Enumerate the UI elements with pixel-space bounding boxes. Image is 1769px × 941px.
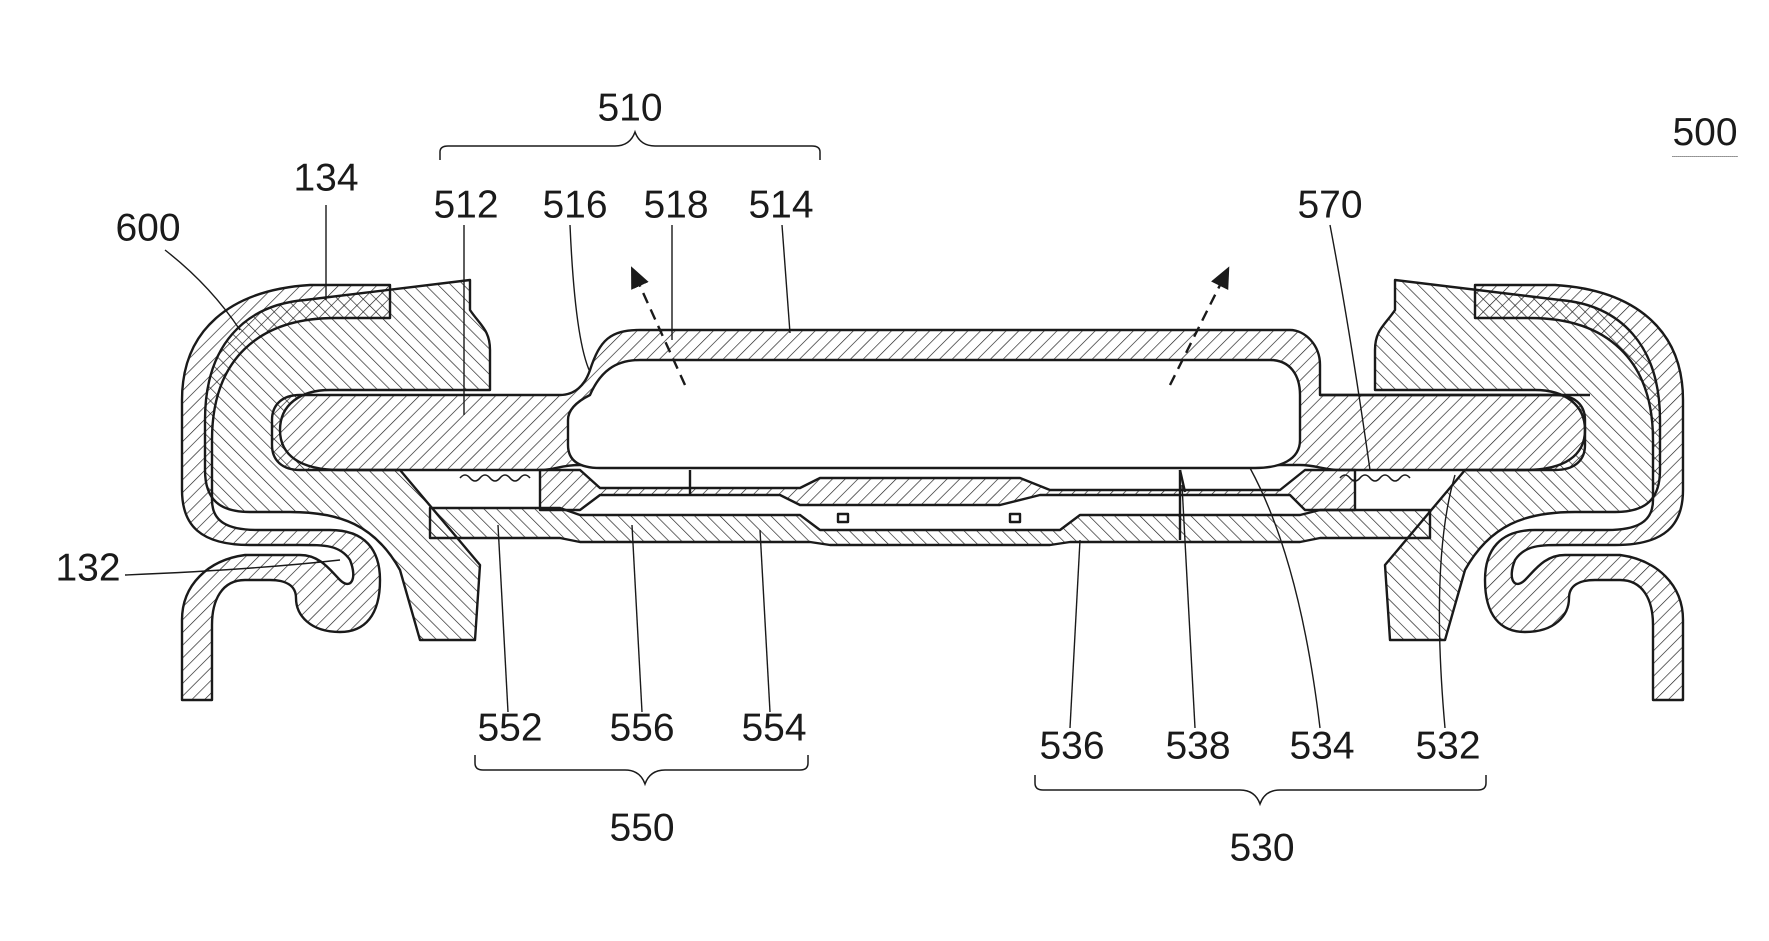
label-518: 518 — [643, 186, 708, 225]
leader-556 — [632, 525, 642, 712]
label-600: 600 — [115, 209, 180, 248]
detail-mark-right — [1010, 514, 1020, 522]
coil-left — [460, 475, 530, 481]
label-134: 134 — [293, 159, 358, 198]
leader-516 — [570, 225, 590, 372]
brace-510 — [440, 132, 820, 160]
label-536: 536 — [1039, 727, 1104, 766]
label-554: 554 — [741, 709, 806, 748]
label-570: 570 — [1297, 186, 1362, 225]
label-514: 514 — [748, 186, 813, 225]
label-510: 510 — [597, 89, 662, 128]
label-530: 530 — [1229, 829, 1294, 868]
label-550: 550 — [609, 809, 674, 848]
figure-ref-label: 500 — [1672, 113, 1737, 157]
leader-554 — [760, 530, 770, 712]
leader-514 — [782, 225, 790, 333]
label-534: 534 — [1289, 727, 1354, 766]
label-532: 532 — [1415, 727, 1480, 766]
label-132: 132 — [55, 549, 120, 588]
plate-530 — [540, 470, 1355, 510]
label-556: 556 — [609, 709, 674, 748]
leader-536 — [1070, 540, 1080, 728]
brace-550 — [475, 755, 808, 784]
detail-mark-left — [838, 514, 848, 522]
label-516: 516 — [542, 186, 607, 225]
label-512: 512 — [433, 186, 498, 225]
brace-530 — [1035, 775, 1486, 804]
inner-cavity — [568, 360, 1300, 468]
label-538: 538 — [1165, 727, 1230, 766]
leader-552 — [498, 525, 508, 712]
label-552: 552 — [477, 709, 542, 748]
